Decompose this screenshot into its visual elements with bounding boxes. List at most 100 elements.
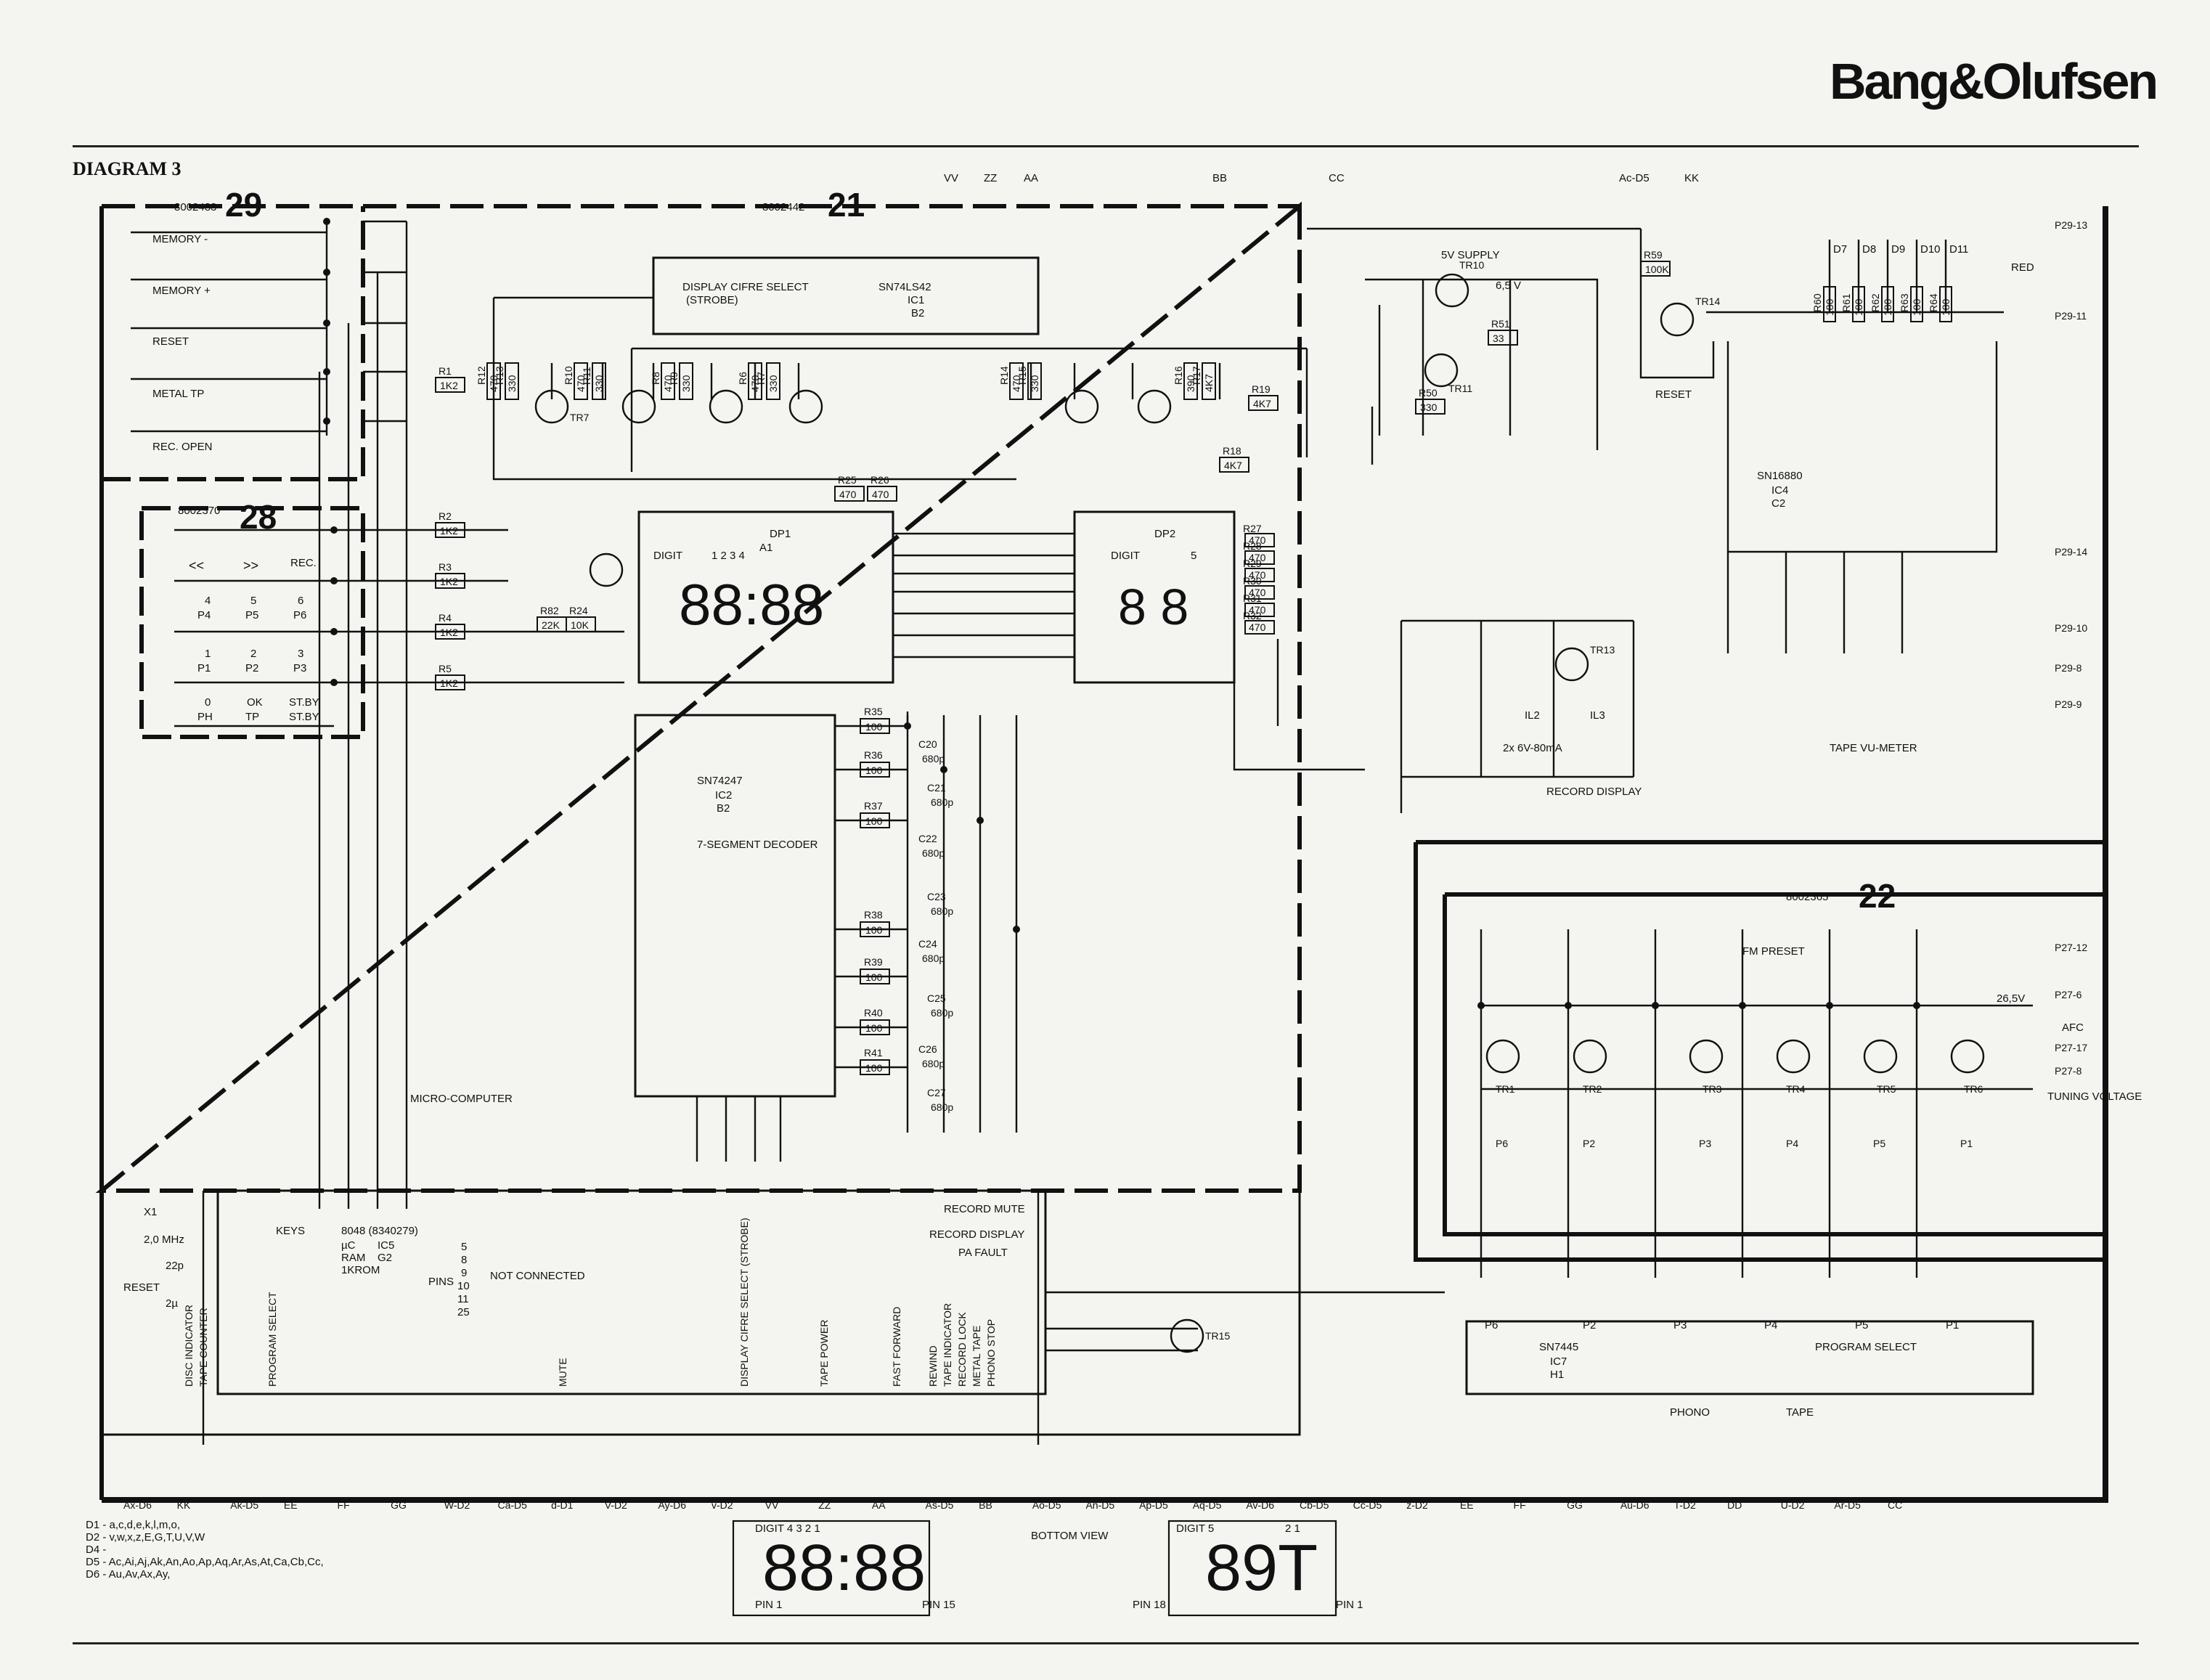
key-3: 3 xyxy=(298,648,303,660)
segment-resistor xyxy=(860,921,890,937)
dp1-digits: 1 2 3 4 xyxy=(711,550,745,562)
key-4: 4 xyxy=(205,595,211,607)
resistor-value: 470 xyxy=(488,375,500,392)
key-ok: OK xyxy=(247,696,263,709)
bottom-connector-label: DD xyxy=(1727,1499,1742,1511)
segment-resistor-ref: R39 xyxy=(864,956,883,968)
resistor-body xyxy=(1183,362,1198,400)
schematic-junctions xyxy=(323,218,1920,1009)
misc-resistor-ref: R50 xyxy=(1419,387,1438,399)
tape-vu-label: TAPE VU-METER xyxy=(1830,742,1917,754)
segment-cap-value: 680p xyxy=(922,1058,945,1069)
transistor-label: TR6 xyxy=(1964,1083,1983,1095)
right-pin-label: P29-11 xyxy=(2055,310,2087,322)
afc-label: AFC xyxy=(2062,1022,2084,1034)
prog-tape: TAPE xyxy=(1786,1406,1814,1419)
dp2-resistor-value: 470 xyxy=(1249,604,1266,616)
bottom-connector-label: An-D5 xyxy=(1085,1499,1114,1511)
display-frames xyxy=(732,1520,1337,1617)
key-tp: TP xyxy=(245,711,259,723)
segment-cap-ref: C20 xyxy=(918,738,937,750)
resistor-ref: R17 xyxy=(1191,366,1202,385)
misc-resistor-ref: R25 xyxy=(838,474,857,486)
segment-resistor xyxy=(860,1019,890,1035)
resistor-value: 330 xyxy=(506,375,518,392)
bottom-view-label: BOTTOM VIEW xyxy=(1031,1530,1109,1542)
misc-resistor-ref: R3 xyxy=(439,561,452,573)
misc-resistor xyxy=(435,674,465,690)
misc-resistor-ref: R2 xyxy=(439,510,452,522)
switch-memory-minus: MEMORY - xyxy=(152,233,208,245)
transistor-label: TR11 xyxy=(1448,383,1472,394)
ic5-name: 8048 (8340279) xyxy=(341,1225,418,1237)
ic5-nc-9: 9 xyxy=(461,1267,467,1279)
right-pin-label: P27-6 xyxy=(2055,989,2082,1000)
key-p1: P1 xyxy=(197,662,211,674)
misc-resistor-value: 100K xyxy=(1645,264,1669,275)
resistor-value: 330 xyxy=(593,375,605,392)
ic5-output-label: PROGRAM SELECT xyxy=(266,1292,278,1387)
bottom-view-left-pin-a: PIN 1 xyxy=(755,1599,783,1611)
supply-label: 5V SUPPLY xyxy=(1441,249,1500,261)
segment-cap-ref: C26 xyxy=(918,1043,937,1055)
misc-resistor xyxy=(1640,261,1671,277)
ic5-l2: µC xyxy=(341,1239,356,1252)
bottom-connector-label: Ar-D5 xyxy=(1834,1499,1861,1511)
segment-resistor-ref: R35 xyxy=(864,706,883,717)
ic1-sub: (STROBE) xyxy=(686,294,738,306)
fm-preset-label: P2 xyxy=(1583,1138,1595,1149)
segment-resistor-ref: R40 xyxy=(864,1007,883,1019)
segment-cap-value: 680p xyxy=(931,796,953,808)
record-display-lamps: 2x 6V-80mA xyxy=(1503,742,1562,754)
bottom-connector-label: W-D2 xyxy=(444,1499,470,1511)
dp2-readout: 8 8 xyxy=(1118,579,1188,635)
resistor-ref: R13 xyxy=(494,366,505,385)
resistor-value: 470 xyxy=(575,375,587,392)
bottom-view-right-digits: DIGIT 5 xyxy=(1176,1522,1214,1535)
ic1-pos: B2 xyxy=(911,307,924,319)
segment-resistor-value: 100 xyxy=(865,1062,883,1074)
resistor-ref: R15 xyxy=(1016,366,1028,385)
key-ph: PH xyxy=(197,711,213,723)
segment-cap-value: 680p xyxy=(922,953,945,964)
segment-cap-ref: C23 xyxy=(927,891,946,902)
ic5-output-label: TAPE POWER xyxy=(818,1320,830,1387)
resistor-body xyxy=(592,362,606,400)
segment-cap-ref: C27 xyxy=(927,1087,946,1098)
board-29-part: 8002483 xyxy=(174,201,216,213)
prog-p3: P3 xyxy=(1673,1319,1687,1332)
switch-rec-open: REC. OPEN xyxy=(152,441,213,453)
resistor-body xyxy=(1009,362,1024,400)
misc-resistor-ref: R51 xyxy=(1491,318,1510,330)
dp2-ref: DP2 xyxy=(1154,528,1175,540)
ic5-output-label: TAPE INDICATOR xyxy=(942,1303,953,1387)
bottom-connector-label: EE xyxy=(284,1499,298,1511)
segment-cap-ref: C21 xyxy=(927,782,946,794)
resistor-body xyxy=(574,362,588,400)
dp2-resistor xyxy=(1244,620,1275,635)
bottom-view-right-pin-b: PIN 1 xyxy=(1336,1599,1363,1611)
dp2-digit-label: DIGIT xyxy=(1111,550,1140,562)
vu-resistor xyxy=(1910,286,1923,322)
ic2-name: SN74247 xyxy=(697,775,743,787)
bottom-connector-label: Ax-D6 xyxy=(123,1499,152,1511)
segment-resistor-value: 100 xyxy=(865,721,883,733)
resistor-body xyxy=(766,362,780,400)
crystal-freq: 2,0 MHz xyxy=(144,1234,184,1246)
misc-resistor-ref: R18 xyxy=(1223,445,1241,457)
reset-label: RESET xyxy=(1655,388,1692,401)
bottom-connector-label: FF xyxy=(1514,1499,1526,1511)
misc-resistor-ref: R4 xyxy=(439,612,452,624)
misc-resistor-ref: R19 xyxy=(1252,383,1271,395)
ic5-nc-10: 10 xyxy=(457,1280,470,1292)
dp2-resistor-ref: R30 xyxy=(1243,575,1262,587)
misc-resistor xyxy=(435,522,465,538)
prog-p5: P5 xyxy=(1855,1319,1868,1332)
resistor-body xyxy=(661,362,675,400)
right-pin-label: P27-17 xyxy=(2055,1042,2087,1053)
bottom-connector-label: Ay-D6 xyxy=(658,1499,686,1511)
misc-resistor-value: 330 xyxy=(1420,401,1438,413)
key-1: 1 xyxy=(205,648,211,660)
ic1-ref: IC1 xyxy=(908,294,924,306)
